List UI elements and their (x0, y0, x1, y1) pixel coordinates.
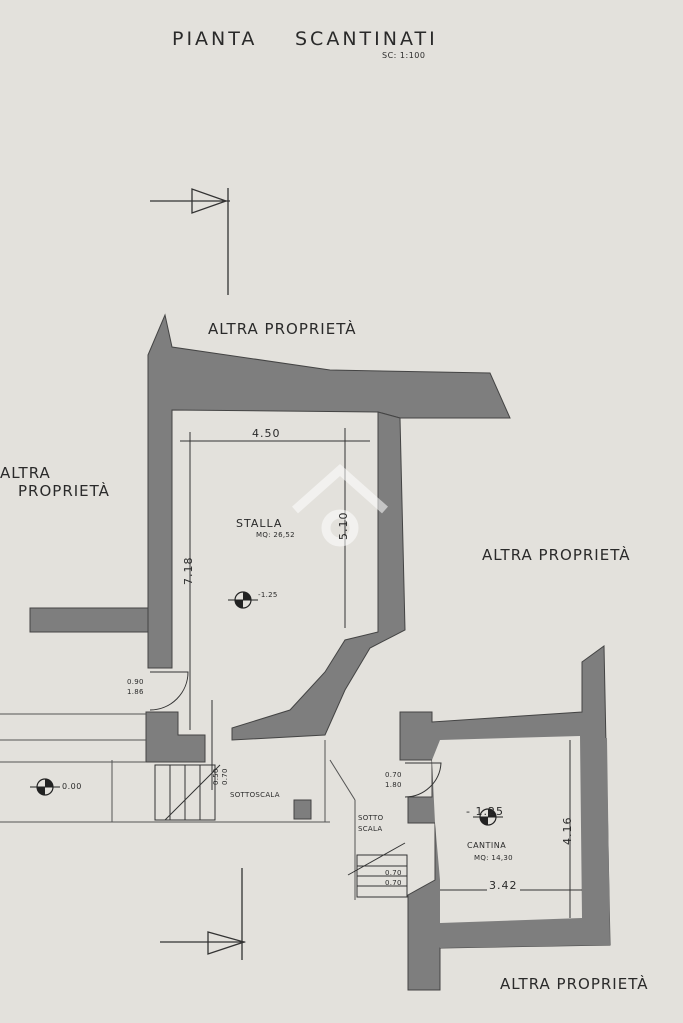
level-marker-cantina (473, 808, 503, 826)
stairs-right (347, 842, 408, 898)
dimension-cantina-depth: 4.16 (561, 816, 574, 846)
stairs-left (154, 764, 221, 821)
door-cantina-width: 0.70 (385, 771, 402, 779)
plan-title-right: SCANTINATI (295, 28, 438, 50)
dimension-stalla-width: 4.50 (250, 427, 283, 440)
door-cantina-height: 1.80 (385, 781, 402, 789)
section-marker-bottom (160, 868, 247, 960)
stair-label-b: 0.70 (385, 869, 402, 877)
stair-label-d: 0.70 (221, 768, 229, 785)
door-stalla-height: 1.86 (127, 688, 144, 696)
room-name-sottoscala-1: SOTTOSCALA (230, 791, 280, 799)
level-marker-stalla (228, 591, 258, 609)
room-interiors (180, 418, 582, 923)
section-marker-top (150, 188, 230, 295)
dimension-stalla-inner: 5.10 (337, 511, 350, 541)
neighbor-label-left-2: PROPRIETÀ (18, 482, 110, 500)
room-name-sottoscala-2a: SOTTO (358, 814, 384, 822)
watermark-house-icon (292, 463, 388, 547)
plan-scale: SC: 1:100 (382, 51, 426, 60)
neighbor-label-left-1: ALTRA (0, 464, 51, 482)
stair-label-c: 0.70 (385, 879, 402, 887)
neighbor-label-bottom-right: ALTRA PROPRIETÀ (500, 975, 649, 993)
neighbor-label-top: ALTRA PROPRIETÀ (208, 320, 357, 338)
door-stalla-width: 0.90 (127, 678, 144, 686)
dimension-lines (180, 428, 582, 918)
level-ground: 0.00 (62, 782, 82, 791)
room-name-stalla: STALLA (236, 517, 283, 530)
plan-title-left: PIANTA (172, 28, 258, 50)
level-cantina: - 1.25 (466, 805, 504, 818)
room-area-cantina: MQ: 14,30 (474, 854, 513, 862)
dimension-cantina-width: 3.42 (487, 879, 520, 892)
level-marker-ground (30, 778, 60, 796)
room-name-sottoscala-2b: SCALA (358, 825, 383, 833)
door-swings (149, 671, 442, 798)
room-area-stalla: MQ: 26,52 (256, 531, 295, 539)
room-name-cantina: CANTINA (467, 841, 507, 850)
stair-label-a: 0.50 (212, 768, 220, 785)
corridor-lines (0, 713, 356, 900)
level-stalla: -1.25 (258, 591, 278, 599)
dimension-stalla-depth: 7.18 (182, 556, 195, 586)
neighbor-label-right: ALTRA PROPRIETÀ (482, 546, 631, 564)
